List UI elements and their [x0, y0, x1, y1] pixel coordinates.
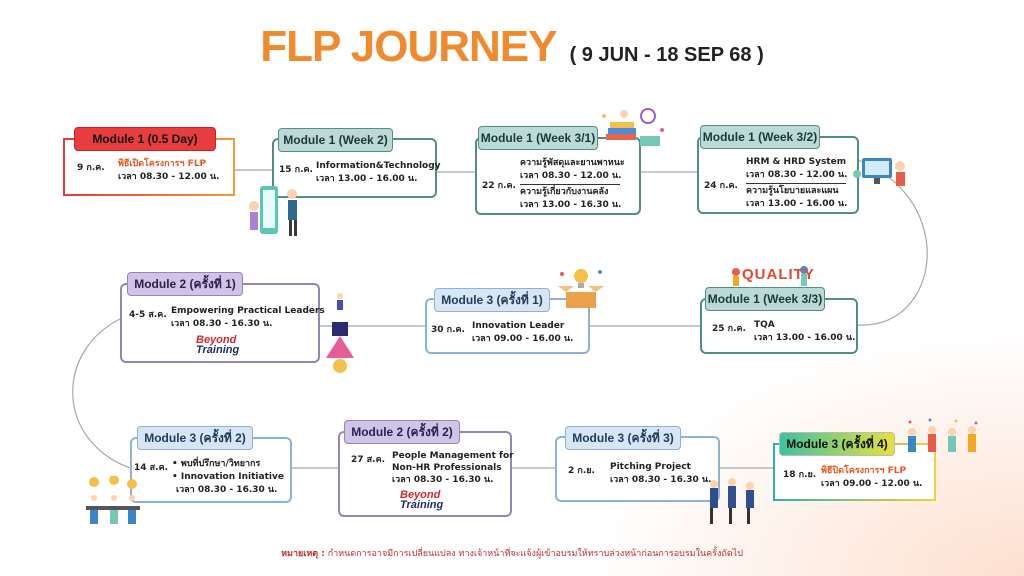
card-time: เวลา 13.00 - 16.00 น. [746, 199, 848, 209]
card-module1-week3-2 [697, 136, 859, 214]
card-date: 30 ก.ค. [431, 325, 465, 335]
card-topic: TQA [754, 320, 775, 330]
divider [746, 183, 846, 184]
card-module1-week3-1 [475, 137, 641, 215]
card-date: 25 ก.ค. [712, 324, 746, 334]
pitching-team-illustration [710, 478, 754, 524]
card-date: 22 ก.ค. [482, 181, 516, 191]
card-header: Module 3 (ครั้งที่ 3) [565, 426, 681, 450]
footnote-label: หมายเหตุ : [281, 549, 325, 559]
footnote-text: กำหนดการอาจมีการเปลี่ยนแปลง ทางเจ้าหน้าท… [327, 549, 743, 559]
divider [520, 184, 620, 185]
beyond-training-logo: Beyond Training [400, 489, 444, 511]
card-time: เวลา 08.30 - 12.00 น. [118, 172, 220, 182]
card-topic: Information&Technology [316, 161, 441, 171]
card-time: เวลา 13.00 - 16.00 น. [316, 174, 418, 184]
card-header: Module 2 (ครั้งที่ 1) [127, 272, 243, 296]
card-date: 15 ก.ค. [279, 165, 313, 175]
card-time: เวลา 08.30 - 12.00 น. [746, 170, 848, 180]
quality-people-icon [732, 266, 808, 286]
card-topic: Innovation Leader [472, 321, 565, 331]
page-subtitle: ( 9 JUN - 18 SEP 68 ) [569, 44, 764, 66]
card-topic: People Management for [392, 451, 514, 461]
card-topic: HRM & HRD System [746, 157, 847, 167]
card-topic: Pitching Project [610, 462, 691, 472]
connector-line [72, 159, 928, 469]
page-title: FLP JOURNEY [260, 22, 557, 71]
card-date: 4-5 ส.ค. [129, 310, 167, 320]
card-topic: • Innovation Initiative [172, 472, 284, 482]
card-date: 14 ส.ค. [134, 463, 169, 473]
logo-line2: Training [400, 499, 444, 511]
card-date: 9 ก.ค. [77, 163, 105, 173]
card-time: เวลา 08.30 - 16.30 น. [392, 475, 494, 485]
card-topic: ความรู้พัสดุและยานพาหนะ [520, 158, 625, 168]
quality-label: QUALITY [742, 266, 815, 283]
footnote: หมายเหตุ : กำหนดการอาจมีการเปลี่ยนแปลง ท… [0, 546, 1024, 560]
card-date: 24 ก.ค. [704, 181, 738, 191]
page-header: FLP JOURNEY ( 9 JUN - 18 SEP 68 ) [0, 22, 1024, 72]
card-time: เวลา 09.00 - 16.00 น. [472, 334, 574, 344]
card-header: Module 1 (0.5 Day) [74, 127, 216, 151]
books-learning-illustration [602, 108, 664, 146]
card-time: เวลา 08.30 - 16.30 น. [176, 485, 278, 495]
card-header: Module 2 (ครั้งที่ 2) [344, 420, 460, 444]
logo-line1: Beyond [196, 334, 237, 346]
phone-person-illustration [249, 186, 297, 236]
card-header: Module 1 (Week 3/1) [478, 126, 598, 150]
card-module2-session2 [338, 431, 512, 517]
card-topic: Empowering Practical Leaders [171, 306, 325, 316]
card-header: Module 1 (Week 2) [278, 128, 393, 152]
logo-line1: Beyond [400, 489, 441, 501]
card-date: 2 ก.ย. [568, 466, 595, 476]
workspace-illustration [853, 158, 905, 186]
card-date: 18 ก.ย. [783, 470, 817, 480]
card-time: เวลา 13.00 - 16.30 น. [520, 200, 622, 210]
card-topic: พิธีปิดโครงการฯ FLP [821, 466, 907, 476]
card-time: เวลา 09.00 - 12.00 น. [821, 479, 923, 489]
card-header: Module 3 (ครั้งที่ 1) [434, 288, 550, 312]
card-header: Module 1 (Week 3/2) [700, 125, 820, 149]
celebration-illustration [908, 418, 978, 452]
team-meeting-illustration [86, 476, 140, 524]
card-time: เวลา 08.30 - 16.30 น. [610, 475, 712, 485]
logo-line2: Training [196, 344, 240, 356]
innovation-box-illustration [558, 269, 604, 308]
card-header: Module 3 (ครั้งที่ 2) [137, 426, 253, 450]
card-time: เวลา 13.00 - 16.00 น. [754, 333, 856, 343]
card-header: Module 3 (ครั้งที่ 4) [779, 432, 895, 456]
beyond-training-logo: Beyond Training [196, 334, 240, 356]
leader-climb-illustration [326, 293, 354, 373]
card-time: เวลา 08.30 - 12.00 น. [520, 171, 622, 181]
card-header: Module 1 (Week 3/3) [705, 287, 825, 311]
card-date: 27 ส.ค. [351, 455, 386, 465]
card-topic: ความรู้เกี่ยวกับงานคลัง [520, 187, 609, 197]
card-topic: พิธีเปิดโครงการฯ FLP [118, 159, 207, 169]
card-topic: ความรู้นโยบายและแผน [746, 186, 839, 196]
card-time: เวลา 08.30 - 16.30 น. [171, 319, 273, 329]
card-topic: Non-HR Professionals [392, 463, 502, 473]
quality-illustration: QUALITY [730, 262, 814, 288]
card-topic: • พบที่ปรึกษา/วิทยากร [172, 459, 261, 469]
